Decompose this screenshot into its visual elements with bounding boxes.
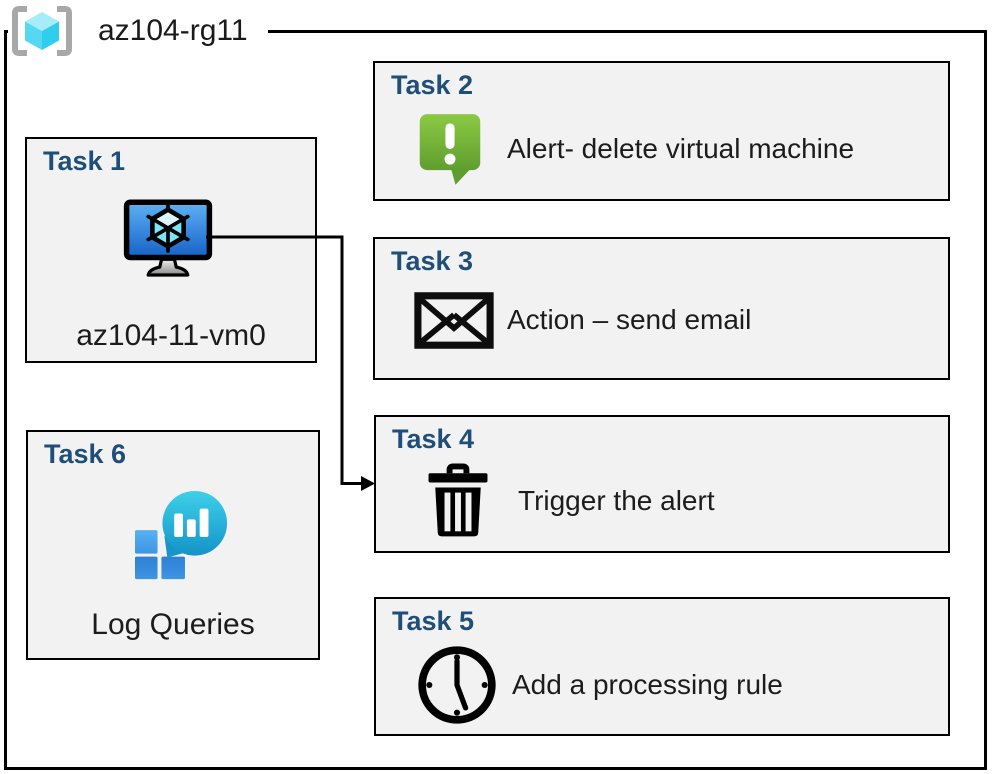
clock-icon bbox=[418, 646, 496, 724]
task4-title: Task 4 bbox=[392, 424, 475, 454]
email-envelope-icon bbox=[414, 291, 494, 349]
task6-label: Log Queries bbox=[91, 608, 255, 641]
task1-label: az104-11-vm0 bbox=[76, 319, 266, 352]
task3-label: Action – send email bbox=[507, 304, 752, 335]
task6-title: Task 6 bbox=[44, 439, 127, 469]
resource-group-header: az104-rg11 bbox=[8, 3, 268, 59]
virtual-machine-icon bbox=[123, 199, 213, 277]
task5-title: Task 5 bbox=[392, 606, 475, 636]
task5-box: Task 5 Add a processing rule bbox=[374, 597, 950, 736]
task4-label: Trigger the alert bbox=[518, 485, 715, 516]
task4-box: Task 4 Trigger the alert bbox=[374, 415, 950, 553]
log-analytics-icon bbox=[135, 490, 228, 580]
task1-title: Task 1 bbox=[43, 146, 126, 176]
alert-message-icon bbox=[419, 114, 481, 185]
task2-label: Alert- delete virtual machine bbox=[507, 133, 855, 164]
task2-title: Task 2 bbox=[391, 70, 474, 100]
task2-box: Task 2 Alert- delete virtual machine bbox=[373, 61, 950, 201]
resource-group-icon bbox=[12, 6, 72, 56]
trash-icon bbox=[428, 463, 488, 537]
task5-label: Add a processing rule bbox=[512, 669, 783, 700]
task1-box: Task 1 az104-11-vm0 bbox=[25, 137, 317, 363]
resource-group-name: az104-rg11 bbox=[98, 14, 248, 47]
task3-box: Task 3 Action – send email bbox=[373, 237, 950, 380]
task6-box: Task 6 Log Queries bbox=[26, 430, 320, 660]
task3-title: Task 3 bbox=[391, 246, 474, 276]
